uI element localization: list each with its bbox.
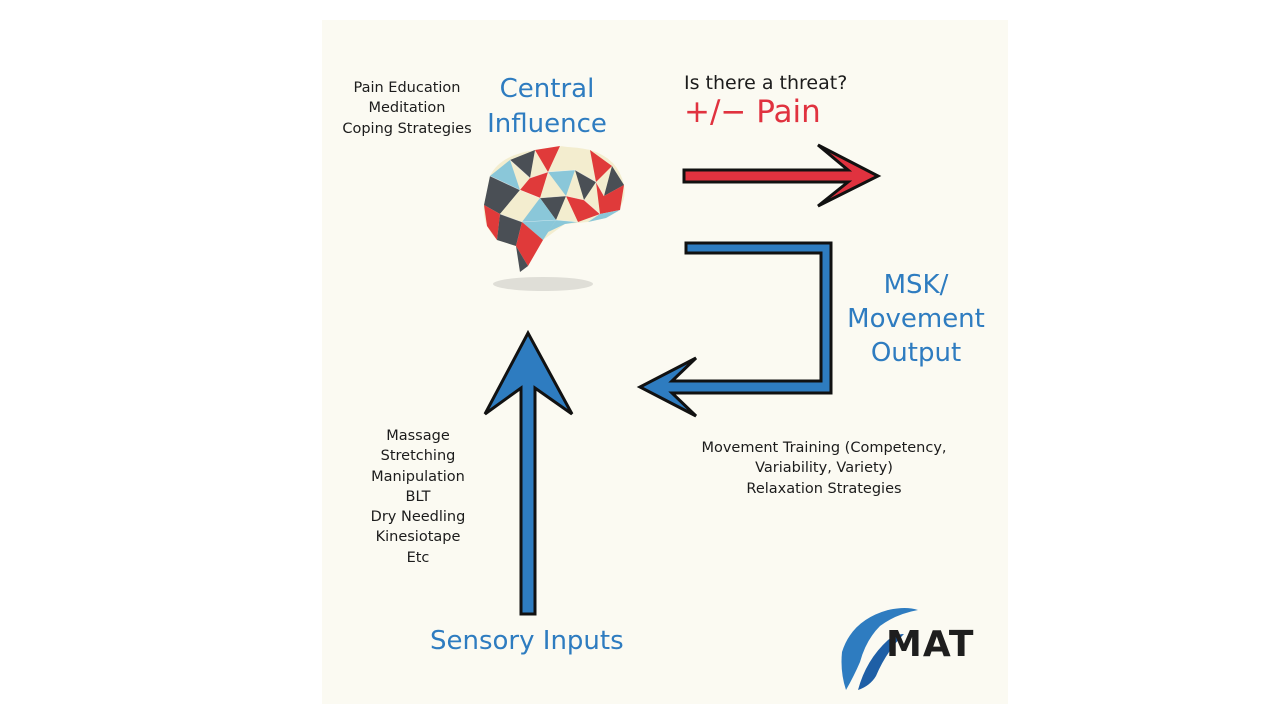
list-item: Stretching (380, 448, 456, 465)
list-item: Coping Strategies (342, 120, 472, 137)
sensory-inputs-list: Massage Stretching Manipulation BLT Dry … (356, 426, 480, 568)
central-influence-title: Central Influence (478, 72, 616, 142)
central-influence-line1: Central (499, 74, 595, 104)
sensory-inputs-title: Sensory Inputs (430, 626, 624, 656)
movement-output-line3: Output (870, 338, 962, 368)
list-item: BLT (405, 488, 431, 505)
movement-output-list: Movement Training (Competency, Variabili… (686, 438, 962, 499)
mat-logo-text: MAT (886, 624, 975, 665)
list-item: Massage (386, 428, 450, 444)
threat-question: Is there a threat? (684, 72, 848, 94)
list-item: Etc (406, 549, 430, 566)
output-arrow (636, 241, 833, 418)
movement-output-line2: Movement (847, 304, 985, 334)
list-item: Manipulation (371, 468, 465, 485)
list-item: Kinesiotape (375, 529, 461, 546)
list-item: Meditation (368, 100, 446, 117)
central-influence-line2: Influence (487, 109, 607, 139)
list-item: Pain Education (353, 80, 461, 96)
sensory-arrow (483, 329, 574, 616)
list-item: Relaxation Strategies (746, 480, 902, 497)
movement-output-line1: MSK/ (883, 270, 949, 300)
central-influence-list: Pain Education Meditation Coping Strateg… (336, 78, 478, 139)
mat-logo-icon (841, 608, 918, 690)
diagram-panel (322, 20, 1008, 704)
list-item: Movement Training (Competency, (701, 440, 947, 456)
movement-output-title: MSK/ Movement Output (836, 268, 996, 370)
pain-label: +/− Pain (684, 94, 821, 130)
threat-arrow (682, 143, 882, 208)
brain-icon (483, 146, 625, 272)
brain-shadow (493, 277, 593, 291)
list-item: Dry Needling (370, 509, 466, 526)
list-item: Variability, Variety) (755, 460, 893, 477)
